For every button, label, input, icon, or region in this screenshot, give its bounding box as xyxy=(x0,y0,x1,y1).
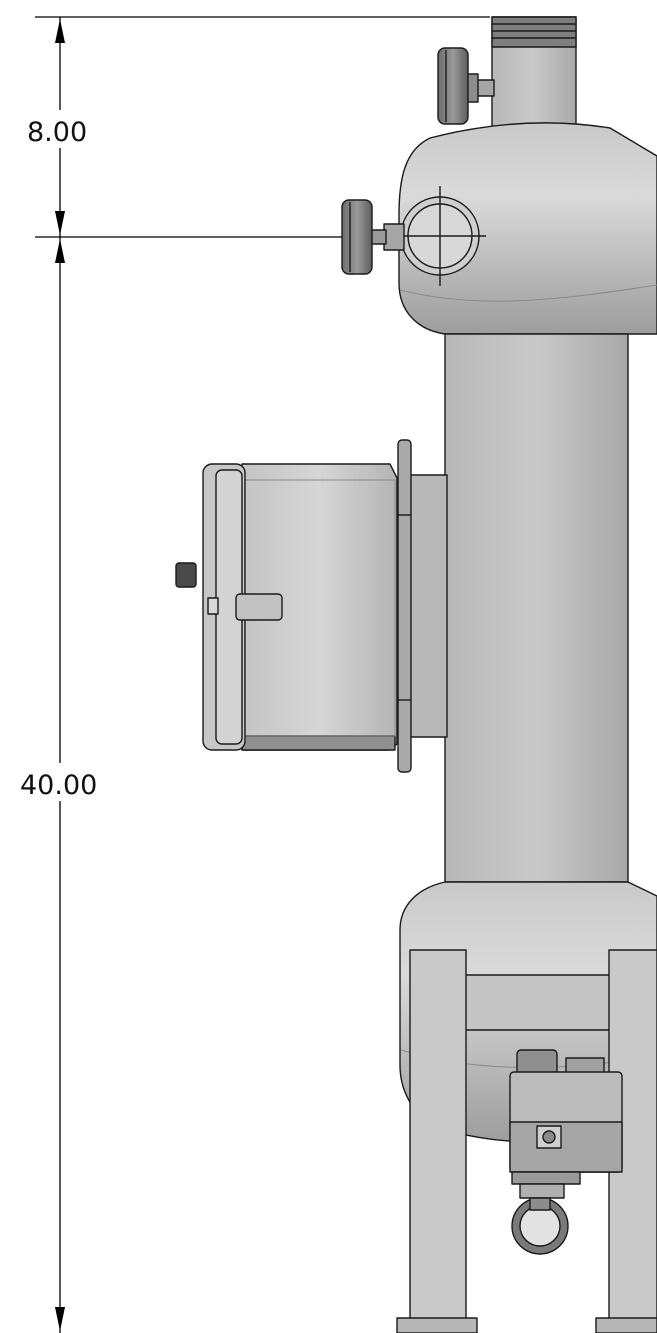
control-enclosure xyxy=(202,463,398,751)
side-port xyxy=(394,186,486,286)
support-legs xyxy=(396,949,657,1333)
arrow-icon xyxy=(55,211,65,235)
control-knob-icon xyxy=(175,562,197,588)
dimension-label-top: 8.00 xyxy=(27,117,87,148)
main-column xyxy=(444,333,629,883)
arrow-icon xyxy=(55,1307,65,1331)
pressure-gauge-icon xyxy=(341,199,405,275)
mounting-bracket xyxy=(397,439,448,773)
pressure-gauge-icon xyxy=(437,47,495,125)
upper-vessel-head xyxy=(398,122,657,335)
arrow-icon xyxy=(55,239,65,263)
dimension-arrows xyxy=(55,19,65,1331)
arrow-icon xyxy=(55,19,65,43)
top-outlet-pipe xyxy=(491,16,577,128)
dimension-label-main: 40.00 xyxy=(20,770,97,801)
actuated-valve xyxy=(509,1049,623,1255)
vessel-assembly xyxy=(175,16,657,1333)
